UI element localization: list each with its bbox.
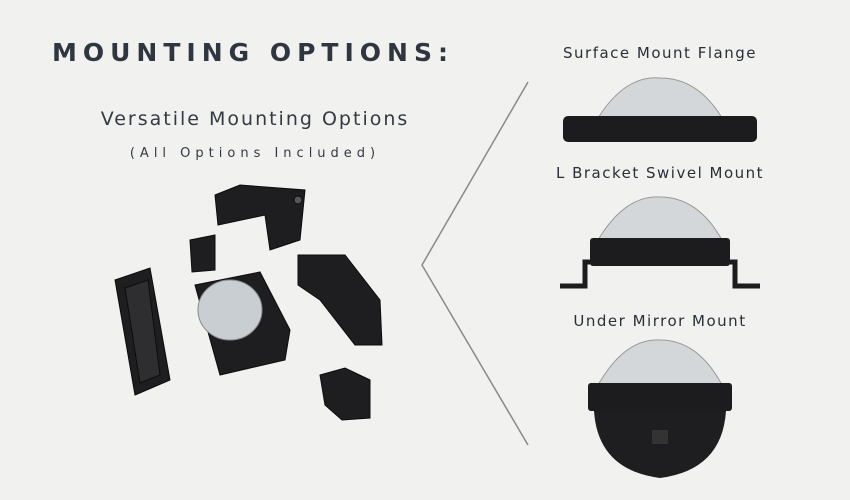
- included-note: (All Options Included): [129, 146, 381, 161]
- page-title: MOUNTING OPTIONS:: [52, 38, 454, 67]
- subtitle: Versatile Mounting Options: [100, 108, 410, 130]
- option-label-under-mirror: Under Mirror Mount: [573, 312, 747, 330]
- option-label-surface-mount: Surface Mount Flange: [563, 44, 757, 62]
- option-label-l-bracket: L Bracket Swivel Mount: [555, 164, 765, 182]
